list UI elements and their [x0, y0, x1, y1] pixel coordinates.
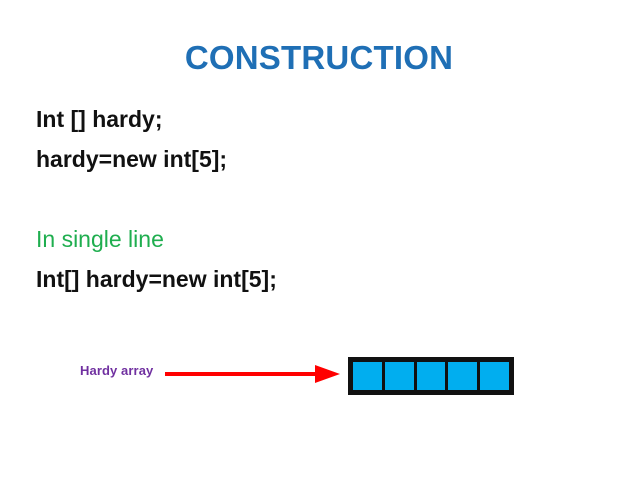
array-cell: [480, 362, 509, 390]
page-title: CONSTRUCTION: [184, 39, 454, 76]
code-line-declaration: Int [] hardy;: [36, 106, 163, 132]
code-line-combined: Int[] hardy=new int[5];: [36, 266, 277, 292]
array-cell: [416, 362, 446, 390]
section-heading-single-line: In single line: [36, 226, 164, 252]
array-cells-container: [348, 357, 514, 395]
array-label: Hardy array: [80, 363, 154, 378]
array-cell: [384, 362, 414, 390]
code-line-allocation: hardy=new int[5];: [36, 146, 228, 172]
array-cell: [353, 362, 382, 390]
array-cell: [448, 362, 478, 390]
arrow-right-icon: [165, 365, 340, 383]
